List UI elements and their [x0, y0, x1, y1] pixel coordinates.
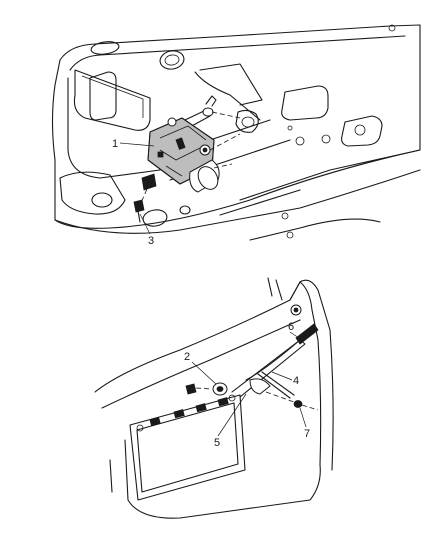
callout-4: 4	[271, 371, 299, 387]
bottom-view-liftgate-exterior	[94, 277, 334, 519]
callout-7: 7	[299, 407, 310, 440]
callout-label-3: 3	[148, 235, 154, 247]
callout-5: 5	[214, 393, 247, 449]
callout-1: 1	[112, 138, 155, 150]
top-view-liftgate-inner	[51, 24, 421, 241]
rear-wiper-arm-and-blade	[231, 323, 319, 399]
callout-label-4: 4	[293, 375, 299, 387]
rear-wiper-motor	[141, 95, 220, 193]
callout-label-1: 1	[112, 138, 118, 150]
callout-label-2: 2	[184, 351, 190, 363]
callout-label-6: 6	[288, 321, 294, 333]
mounting-bolt	[133, 199, 145, 223]
callout-6: 6	[288, 321, 303, 341]
callout-2: 2	[184, 351, 217, 385]
pivot-nut-and-cap	[185, 382, 319, 411]
callout-label-7: 7	[304, 428, 310, 440]
callout-label-5: 5	[214, 437, 220, 449]
callout-3: 3	[139, 213, 154, 247]
